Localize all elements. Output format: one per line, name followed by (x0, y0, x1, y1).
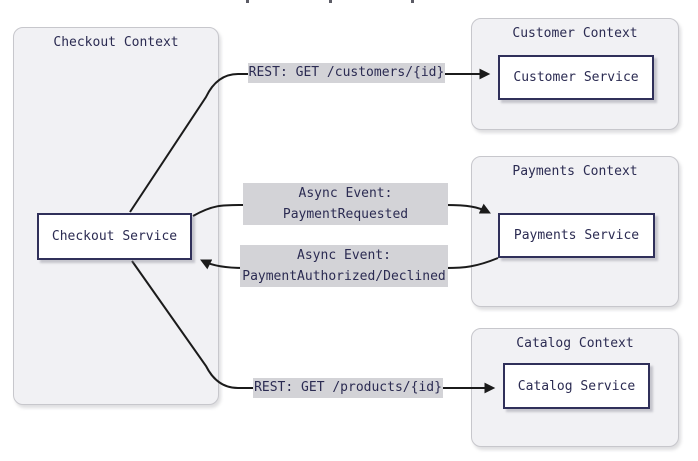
cropped-text-fragment (411, 0, 414, 3)
node-label: Customer Service (513, 70, 639, 85)
cluster-title: Catalog Context (516, 336, 634, 351)
cropped-text-fragment (329, 0, 332, 3)
node-label: Payments Service (513, 228, 640, 243)
node-label: Checkout Service (51, 229, 178, 244)
cluster-title: Payments Context (512, 164, 638, 179)
edge-label-payment-authorized: Async Event: PaymentAuthorized/Declined (240, 245, 448, 287)
node-label: Catalog Service (517, 378, 636, 394)
node-payments-service: Payments Service (498, 213, 655, 258)
node-catalog-service: Catalog Service (503, 363, 650, 409)
edge-label-line: Async Event: (298, 186, 393, 201)
cluster-title: Checkout Context (53, 35, 179, 50)
node-customer-service: Customer Service (498, 55, 654, 100)
edge-label-payment-requested: Async Event: PaymentRequested (243, 183, 448, 225)
node-checkout-service: Checkout Service (37, 213, 192, 260)
edge-label-rest-products: REST: GET /products/{id} (253, 378, 443, 398)
edge-label-line: PaymentAuthorized/Declined (242, 269, 446, 284)
edge-label-line: Async Event: (297, 248, 391, 263)
edge-label-line: PaymentRequested (282, 207, 409, 222)
edge-label-rest-customers: REST: GET /customers/{id} (248, 63, 445, 83)
cropped-text-fragment (246, 0, 249, 3)
cluster-title: Customer Context (512, 26, 638, 41)
